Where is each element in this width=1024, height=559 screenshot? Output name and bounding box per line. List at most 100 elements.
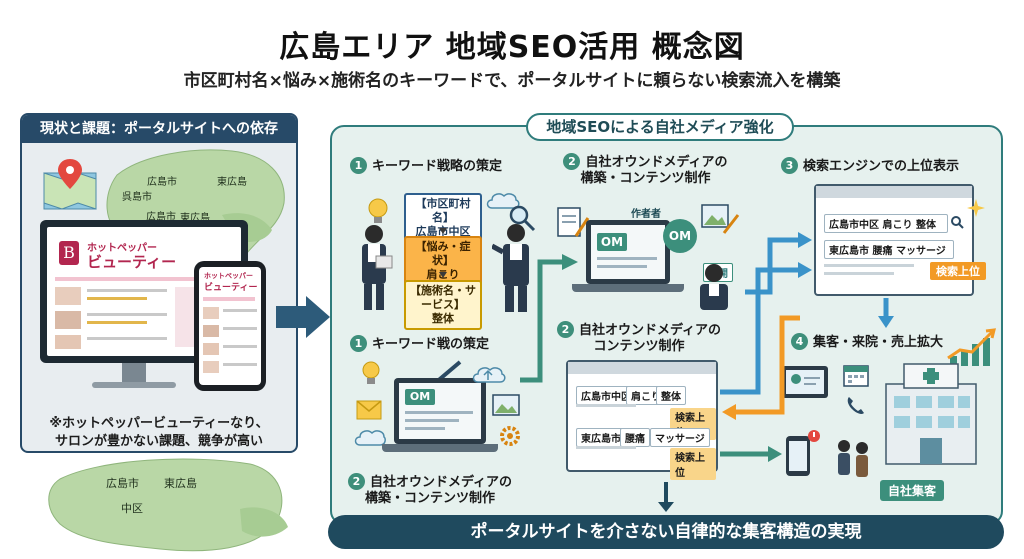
step-number: 2 [563,153,581,170]
om-badge: OM [663,219,697,253]
search-icon [951,216,964,229]
businessman-icon [492,224,529,312]
phone-thumb [203,325,219,337]
salon-thumb [55,287,81,305]
step-label-line1: 自社オウンドメディアの [369,475,513,490]
page-subtitle: 市区町村名×悩み×施術名のキーワードで、ポータルサイトに頼らない検索流入を構築 [183,71,841,91]
phone-thumb [203,343,219,355]
browser-bar [568,362,716,374]
result-keyword: 整体 [656,386,686,405]
keyword-concern-box: 【悩み・症状】 肩こり [404,236,482,286]
keyword-service-value: 整体 [432,312,454,325]
text-line [405,411,473,414]
step-number: 1 [350,335,367,352]
portal-bar [55,277,231,281]
result-keyword: 東広島市 [576,428,626,447]
phone-screen: ホットペッパー ビューティー [199,267,261,385]
text-line [824,264,914,267]
step-owned-media-build-2: 2 自社オウンドメディアの 構築・コンテンツ制作 [345,473,515,507]
document-pen-icon [557,207,590,237]
magnifier-icon [509,205,536,232]
monitor-stand [122,363,146,383]
text-line [597,257,657,260]
big-arrow-icon [276,296,330,338]
clinic-building-icon [885,363,977,465]
conclusion-banner: ポータルサイトを介さない自律的な集客構造の実現 [328,515,1004,549]
rank-badge: 検索上位 [930,262,986,280]
issue-note: ※ホットペッパービューティーなり、 サロンが豊かない課題、競争が高い [22,415,296,451]
hiroshima-map-bottom [48,458,288,552]
cloud-icon [354,430,386,446]
step-keyword-strategy: 1 キーワード戦略の策定 [350,155,502,174]
om-logo: OM [597,233,627,251]
step-search-ranking: 3 検索エンジンでの上位表示 [781,155,959,174]
growth-chart-icon [947,328,996,366]
result-keyword: マッサージ [650,428,710,447]
search-results-browser: 広島市中区 肩こり 整体 東広島市 腰痛 マッサージ [814,184,974,296]
portal-logo: B [59,241,79,265]
image-pencil-icon [701,204,740,234]
step-number: 3 [781,157,798,174]
laptop-screen: OM [399,383,481,439]
step-label-line2: コンテンツ制作 [593,339,685,354]
text-line [405,419,459,422]
issue-note-line2: サロンが豊かない課題、競争が高い [54,434,263,449]
current-issue-panel: 現状と課題：ポータルサイトへの依存 広島市 東広島 呉島市 広島市 東広島 B … [20,113,298,453]
step-number: 2 [347,473,365,490]
phone-thumb [203,361,219,373]
laptop-top: OM [586,220,670,284]
gear-icon [500,426,520,446]
step-label: キーワード戦の策定 [372,337,490,352]
map-label: 東広島 [164,477,197,490]
star-line [87,297,147,300]
phone-call-icon [847,397,864,414]
author-label: 作者者 [631,209,661,220]
star-line [87,321,147,324]
mail-icon [356,400,382,420]
map-label: 広島市 [106,477,139,490]
rank-badge: 検索上位 [670,448,716,480]
local-seo-panel-title: 地域SEOによる自社メディア強化 [526,113,794,141]
presenter-person-icon [362,225,393,310]
phone-line [223,345,257,348]
text-line [597,265,647,268]
laptop-base [382,444,498,452]
step-label-line1: 自社オウンドメディアの [585,155,728,170]
left-panel-header: 現状と課題：ポータルサイトへの依存 [22,115,296,143]
search-query-box: 広島市中区 肩こり 整体 [824,214,948,233]
text-line [87,313,167,316]
phone-portal-line1: ホットペッパー [204,272,253,280]
cloud-icon [486,193,520,209]
step-keyword-strategy-2: 1 キーワード戦の策定 [350,333,489,352]
step-number: 2 [556,321,574,338]
portal-name-line2: ビューティー [87,253,177,271]
smartphone-alert-icon [786,430,820,476]
map-label: 呉島市 [122,192,152,203]
lightbulb-icon [362,361,380,384]
phone-portal-line2: ビューティー [204,283,258,293]
page-title: 広島エリア 地域SEO活用 概念図 [279,30,745,65]
phone-line [223,309,257,312]
salon-thumb [55,311,81,329]
step-label: キーワード戦略の策定 [372,159,503,174]
keyword-concern-label: 【悩み・症状】 [415,240,471,267]
image-icon [492,394,520,416]
writer-person-icon [700,264,728,310]
step-number: 1 [350,157,367,174]
map-pin-icon [43,159,97,210]
result-keyword: 腰痛 [620,428,650,447]
step-label: 検索エンジンでの上位表示 [803,159,960,174]
map-label: 東広島 [217,177,247,188]
own-customer-badge: 自社集客 [880,480,945,501]
calendar-icon [843,365,869,387]
monitor-base [92,382,176,388]
phone-line [223,363,257,366]
tablet-profile-icon [782,366,828,398]
cloud-upload-icon [472,367,506,383]
arrow-down-icon [439,272,447,278]
om-logo: OM [405,389,435,405]
salon-thumb [55,335,81,349]
step-label-line2: 構築・コンテンツ制作 [364,491,495,506]
